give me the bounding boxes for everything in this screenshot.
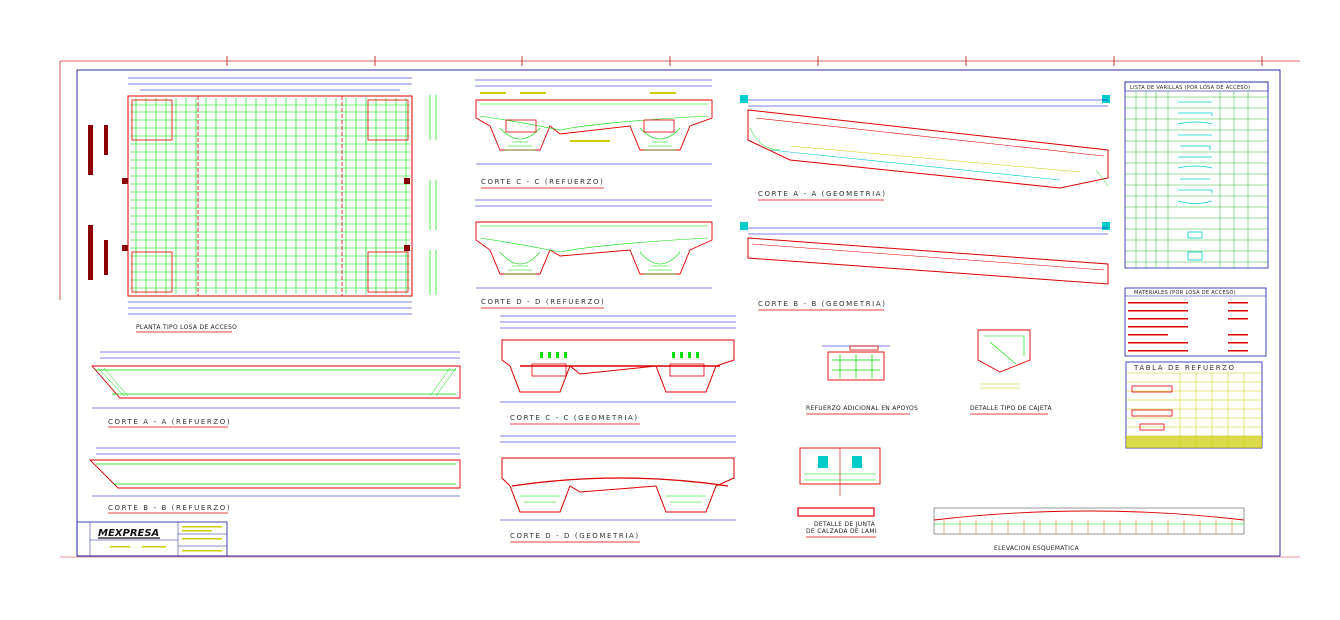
section-bb-reinforcement: CORTE B - B (REFUERZO) [88,447,461,514]
joint-detail: DETALLE DE JUNTA DE CALZADA DE LAMI [797,447,881,538]
company-logo: MEXPRESA [98,528,159,539]
section-dd-geo-title: CORTE D - D (GEOMETRIA) [510,532,640,540]
section-cc-geo-title: CORTE C - C (GEOMETRIA) [510,414,639,422]
section-cc-geometry: CORTE C - C (GEOMETRIA) [500,315,736,425]
section-aa-geo-title: CORTE A - A (GEOMETRIA) [758,190,887,198]
section-bb-ref-title: CORTE B - B (REFUERZO) [108,504,231,512]
plan-title: PLANTA TIPO LOSA DE ACCESO [136,324,237,331]
support-reinforcement-title: REFUERZO ADICIONAL EN APOYOS [806,405,918,412]
materials-title: MATERIALES (POR LOSA DE ACCESO) [1134,290,1236,296]
box-detail-title: DETALLE TIPO DE CAJETA [970,405,1052,412]
box-detail: DETALLE TIPO DE CAJETA [970,329,1052,415]
support-reinforcement-detail: REFUERZO ADICIONAL EN APOYOS [806,345,918,415]
rebar-list-table: LISTA DE VARILLAS (POR LOSA DE ACCESO) [1124,81,1269,269]
section-cc-reinforcement: CORTE C - C (REFUERZO) [475,79,713,189]
elevation-title: ELEVACION ESQUEMATICA [994,545,1080,552]
section-cc-ref-title: CORTE C - C (REFUERZO) [481,178,604,186]
joint-detail-title-1: DETALLE DE JUNTA [814,521,876,528]
sheet-frame [59,56,1300,558]
title-block: MEXPRESA [76,521,228,557]
rebar-list-title: LISTA DE VARILLAS (POR LOSA DE ACCESO) [1130,85,1250,91]
section-dd-reinforcement: CORTE D - D (REFUERZO) [475,199,713,309]
section-aa-geometry: CORTE A - A (GEOMETRIA) [740,95,1110,201]
materials-table: MATERIALES (POR LOSA DE ACCESO) [1124,287,1267,357]
section-bb-geometry: CORTE B - B (GEOMETRIA) [740,222,1110,311]
section-aa-reinforcement: CORTE A - A (REFUERZO) [91,351,461,428]
reinforcement-table-title: TABLA DE REFUERZO [1133,364,1236,372]
section-dd-ref-title: CORTE D - D (REFUERZO) [481,298,605,306]
section-aa-ref-title: CORTE A - A (REFUERZO) [108,418,231,426]
reinforcement-table: TABLA DE REFUERZO [1125,361,1263,449]
schematic-elevation: ELEVACION ESQUEMATICA [933,507,1245,552]
section-bb-geo-title: CORTE B - B (GEOMETRIA) [758,300,887,308]
section-dd-geometry: CORTE D - D (GEOMETRIA) [500,435,736,543]
joint-detail-title-2: DE CALZADA DE LAMI [806,528,877,535]
plan-view: PLANTA TIPO LOSA DE ACCESO [88,77,437,333]
